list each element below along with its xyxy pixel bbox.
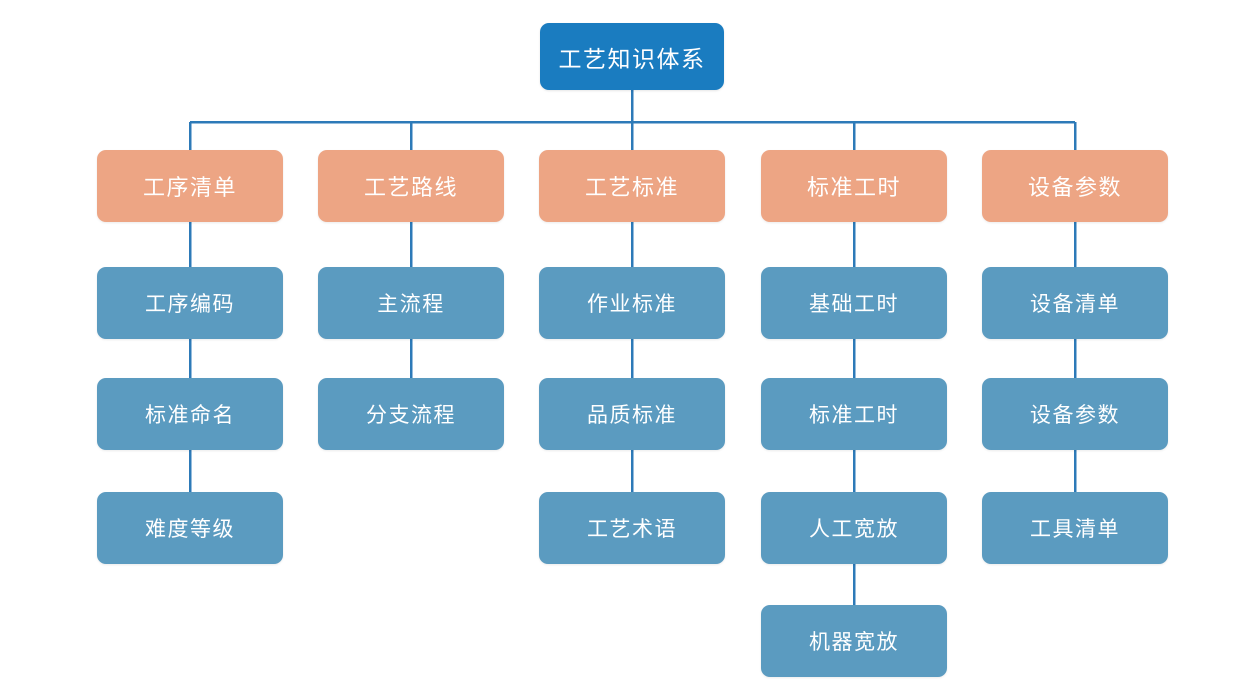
- node-leaf-c5-r2[interactable]: 设备参数: [982, 378, 1168, 450]
- node-leaf-c3-r3[interactable]: 工艺术语: [539, 492, 725, 564]
- node-branch-1[interactable]: 工序清单: [97, 150, 283, 222]
- node-leaf-c4-r2[interactable]: 标准工时: [761, 378, 947, 450]
- node-leaf-c2-r1[interactable]: 主流程: [318, 267, 504, 339]
- node-leaf-c1-r3[interactable]: 难度等级: [97, 492, 283, 564]
- node-leaf-c2-r2[interactable]: 分支流程: [318, 378, 504, 450]
- node-branch-4[interactable]: 标准工时: [761, 150, 947, 222]
- node-leaf-c1-r1[interactable]: 工序编码: [97, 267, 283, 339]
- node-leaf-c3-r2[interactable]: 品质标准: [539, 378, 725, 450]
- node-leaf-c5-r3[interactable]: 工具清单: [982, 492, 1168, 564]
- node-root[interactable]: 工艺知识体系: [540, 23, 724, 90]
- node-branch-5[interactable]: 设备参数: [982, 150, 1168, 222]
- node-leaf-c1-r2[interactable]: 标准命名: [97, 378, 283, 450]
- node-leaf-c3-r1[interactable]: 作业标准: [539, 267, 725, 339]
- node-leaf-c4-r3[interactable]: 人工宽放: [761, 492, 947, 564]
- node-leaf-c5-r1[interactable]: 设备清单: [982, 267, 1168, 339]
- node-branch-3[interactable]: 工艺标准: [539, 150, 725, 222]
- node-leaf-c4-r4[interactable]: 机器宽放: [761, 605, 947, 677]
- node-branch-2[interactable]: 工艺路线: [318, 150, 504, 222]
- node-leaf-c4-r1[interactable]: 基础工时: [761, 267, 947, 339]
